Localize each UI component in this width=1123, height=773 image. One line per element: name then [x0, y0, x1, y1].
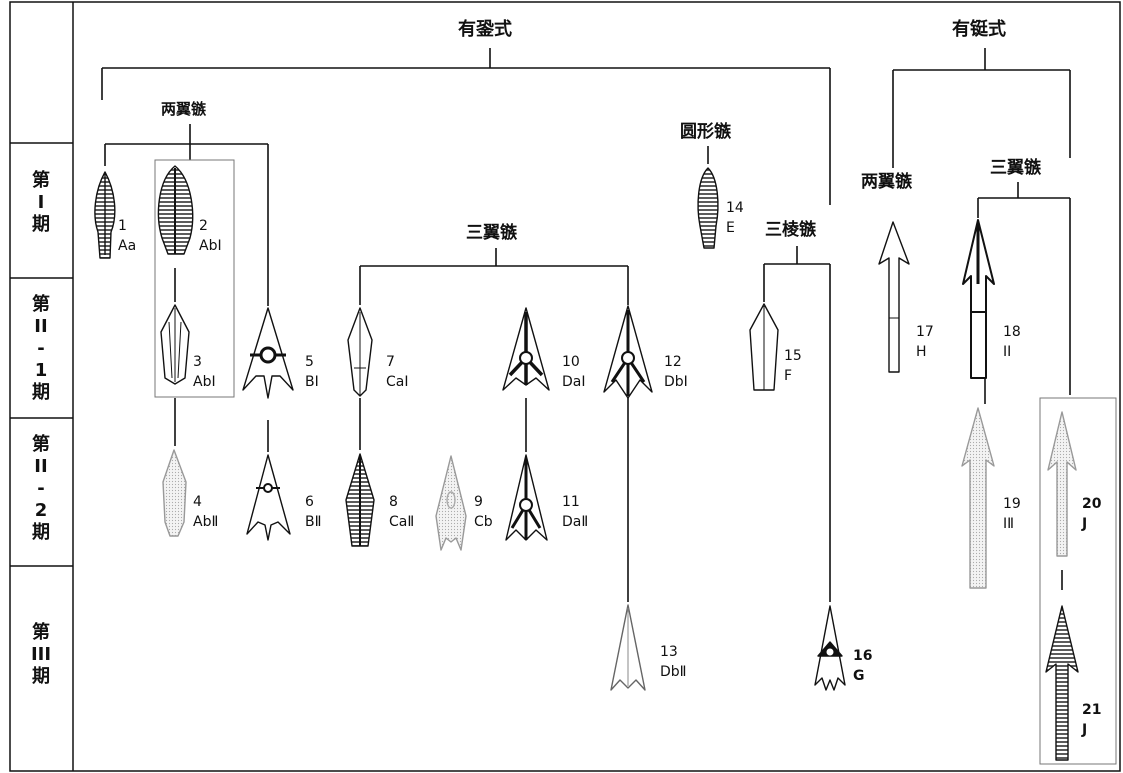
group-label-tang-three-wing: 三翼镞: [990, 158, 1041, 178]
highlight-box-ab: [154, 159, 235, 398]
group-label-socket-three-edge: 三棱镞: [765, 220, 816, 240]
arrowhead-7-drawing: [347, 307, 373, 397]
group-label-socket-three-wing: 三翼镞: [466, 223, 517, 243]
period-label-1: 第 I 期: [32, 170, 50, 235]
period-label-3: 第 III 期: [30, 622, 52, 687]
arrowhead-14-drawing: [697, 167, 719, 249]
arrowhead-19-drawing: [961, 407, 995, 589]
arrowhead-9-drawing: [435, 455, 467, 551]
highlight-box-j: [1039, 397, 1117, 765]
period-label-2-2: 第 II - 2 期: [32, 434, 50, 543]
arrowhead-1-drawing: [94, 171, 116, 259]
tree-connectors: [101, 48, 1071, 602]
arrowhead-11-drawing: [505, 454, 548, 541]
arrowhead-20-drawing: [1047, 411, 1077, 557]
arrowhead-17-drawing: [878, 221, 910, 373]
group-label-socket: 有銎式: [458, 19, 512, 40]
arrowhead-3-drawing: [160, 304, 190, 385]
arrowhead-12-drawing: [603, 305, 653, 399]
arrowhead-2-drawing: [157, 165, 194, 255]
arrowhead-10-drawing: [502, 307, 550, 391]
arrowhead-4-drawing: [162, 449, 187, 537]
group-label-socket-two-wing: 两翼镞: [161, 100, 207, 118]
arrowhead-18-drawing: [962, 219, 995, 379]
arrowhead-16-drawing: [814, 605, 846, 691]
arrowhead-8-drawing: [345, 453, 375, 547]
group-label-tang: 有铤式: [952, 19, 1006, 40]
group-label-socket-round: 圆形镞: [680, 122, 731, 142]
period-grid: [9, 1, 1121, 772]
period-label-2-1: 第 II - 1 期: [32, 294, 50, 403]
arrowhead-6-drawing: [246, 454, 291, 541]
arrowhead-21-drawing: [1045, 605, 1079, 761]
arrowhead-5-drawing: [242, 307, 294, 399]
group-label-tang-two-wing: 两翼镞: [861, 172, 912, 192]
arrowhead-13-drawing: [610, 604, 646, 691]
arrowhead-15-drawing: [749, 303, 779, 391]
